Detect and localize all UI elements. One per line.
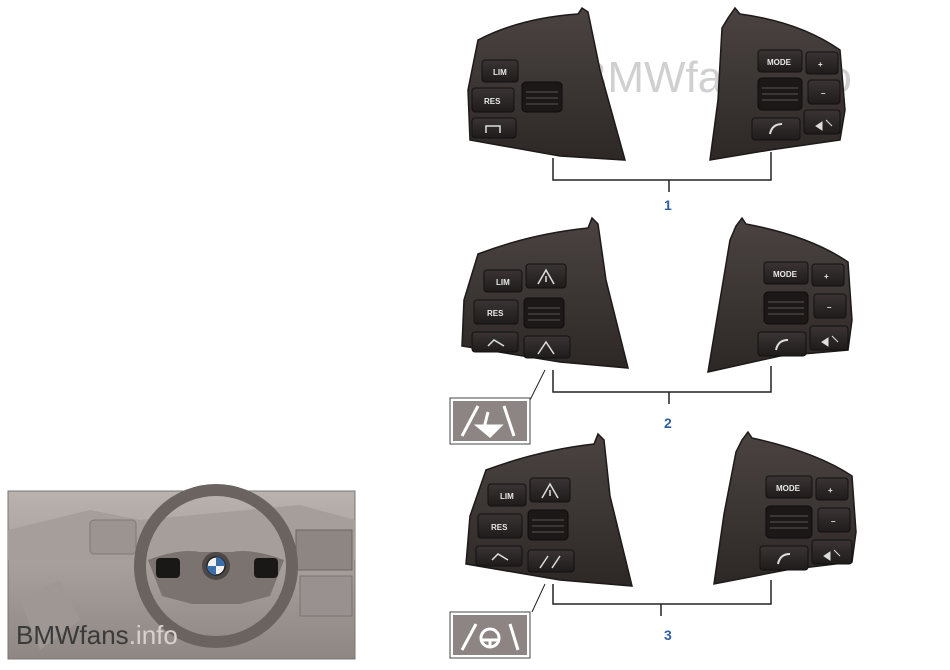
plus-label: + — [828, 486, 833, 495]
cruise-distance-icon — [485, 125, 501, 133]
phone-button[interactable] — [751, 117, 801, 141]
switch-cluster-left-variant-1: LIM RES — [467, 6, 627, 161]
switch-cluster-left-variant-2: LIM RES — [461, 216, 629, 369]
voice-icon — [821, 335, 839, 347]
lim-label: LIM — [500, 492, 514, 501]
lim-button[interactable] — [481, 59, 519, 83]
badge-2-leader — [529, 369, 546, 401]
switch-cluster-right-variant-2: MODE + – — [707, 216, 853, 373]
res-button[interactable] — [473, 299, 519, 325]
voice-button[interactable] — [811, 539, 853, 565]
cruise-distance-icon — [487, 339, 505, 347]
voice-icon — [823, 549, 841, 561]
volume-up-button[interactable] — [811, 263, 845, 287]
lane-assist-icon — [537, 340, 555, 355]
minus-label: – — [821, 89, 826, 98]
res-label: RES — [484, 97, 501, 106]
cruise-distance-button[interactable] — [475, 545, 523, 567]
volume-up-button[interactable] — [805, 51, 839, 75]
plus-label: + — [824, 272, 829, 281]
phone-icon — [777, 553, 791, 565]
res-button[interactable] — [471, 87, 515, 113]
bracket-2 — [552, 366, 772, 404]
phone-button[interactable] — [757, 331, 807, 357]
lane-departure-warning-badge — [449, 397, 531, 445]
voice-icon — [815, 119, 833, 131]
res-label: RES — [491, 523, 508, 532]
voice-button[interactable] — [809, 325, 849, 351]
steering-assistant-badge — [449, 611, 531, 659]
lim-button[interactable] — [483, 269, 523, 293]
lane-departure-icon — [537, 268, 555, 285]
res-label: RES — [487, 309, 504, 318]
lim-label: LIM — [493, 68, 507, 77]
interior-location-thumbnail: BMWfans.info — [7, 484, 356, 660]
mode-label: MODE — [767, 58, 792, 67]
res-button[interactable] — [477, 513, 523, 539]
volume-up-button[interactable] — [815, 477, 849, 501]
lane-assist-button[interactable] — [523, 335, 571, 359]
callout-number-2: 2 — [664, 415, 672, 431]
badge-3-leader — [531, 583, 546, 613]
lane-departure-icon — [541, 482, 559, 499]
mode-label: MODE — [776, 484, 801, 493]
plus-label: + — [818, 60, 823, 69]
phone-button[interactable] — [759, 545, 809, 571]
phone-icon — [775, 339, 789, 351]
thumb-watermark: BMWfans.info — [16, 620, 178, 650]
callout-number-1: 1 — [664, 197, 672, 213]
speed-roller[interactable] — [521, 81, 563, 113]
lim-button[interactable] — [487, 483, 527, 507]
steering-assistant-icon — [460, 623, 520, 651]
mode-button[interactable] — [765, 475, 813, 499]
mode-button[interactable] — [757, 49, 803, 73]
callout-number-3: 3 — [664, 627, 672, 643]
lane-departure-warning-icon — [460, 405, 516, 439]
speed-roller[interactable] — [523, 297, 565, 329]
mode-button[interactable] — [763, 261, 809, 285]
mode-label: MODE — [773, 270, 798, 279]
cruise-distance-button[interactable] — [471, 117, 517, 139]
minus-label: – — [827, 303, 832, 312]
switch-cluster-right-variant-3: MODE + – — [713, 430, 857, 585]
phone-icon — [769, 123, 783, 135]
volume-down-button[interactable] — [813, 293, 847, 319]
steering-assist-button[interactable] — [527, 549, 575, 573]
minus-label: – — [831, 517, 836, 526]
steering-assist-icon — [539, 555, 561, 569]
volume-down-button[interactable] — [817, 507, 851, 533]
speed-roller[interactable] — [527, 509, 569, 541]
lim-label: LIM — [496, 278, 510, 287]
thumb-left-switch — [156, 558, 180, 578]
cruise-distance-button[interactable] — [471, 331, 519, 353]
switch-cluster-left-variant-3: LIM RES — [465, 432, 633, 587]
bracket-3 — [552, 580, 772, 616]
bracket-1 — [552, 152, 772, 192]
volume-down-button[interactable] — [807, 79, 841, 105]
thumb-right-switch — [254, 558, 278, 578]
cruise-distance-icon — [491, 553, 509, 561]
switch-cluster-right-variant-1: MODE + – — [709, 6, 846, 161]
